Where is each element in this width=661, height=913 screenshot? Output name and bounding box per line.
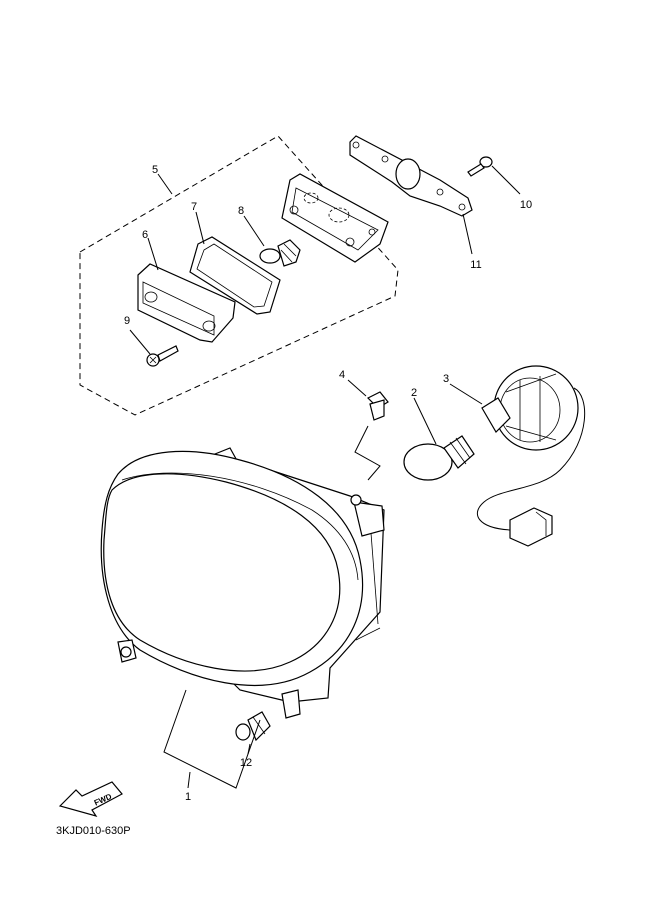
callout-9: 9 — [124, 315, 130, 327]
callout-2: 2 — [411, 387, 417, 399]
part-3-socket — [476, 365, 586, 547]
part-4-bolt — [366, 391, 389, 421]
callout-12: 12 — [240, 757, 252, 769]
callout-4: 4 — [339, 369, 345, 381]
part-2-bulb — [403, 435, 475, 481]
callout-3: 3 — [443, 373, 449, 385]
callout-8: 8 — [238, 205, 244, 217]
part-11-plate — [349, 135, 473, 217]
callout-1: 1 — [185, 791, 191, 803]
lamp-housing-top — [281, 173, 389, 263]
callout-7: 7 — [191, 201, 197, 213]
callout-11: 11 — [470, 259, 481, 271]
diagram-code: 3KJD010-630P — [56, 825, 131, 837]
callout-6: 6 — [142, 229, 148, 241]
callout-10: 10 — [520, 199, 532, 211]
part-9-screw — [146, 345, 179, 367]
fwd-arrow-icon: FWD — [58, 781, 123, 818]
part-6-lens — [137, 263, 236, 343]
callout-5: 5 — [152, 164, 158, 176]
assembly-box-outline — [79, 135, 399, 416]
part-1-headlight — [100, 447, 385, 719]
part-8-bulb — [259, 239, 301, 267]
part-7-gasket — [189, 236, 281, 315]
part-12-adjuster — [235, 711, 271, 742]
part-10-screw — [467, 156, 493, 177]
